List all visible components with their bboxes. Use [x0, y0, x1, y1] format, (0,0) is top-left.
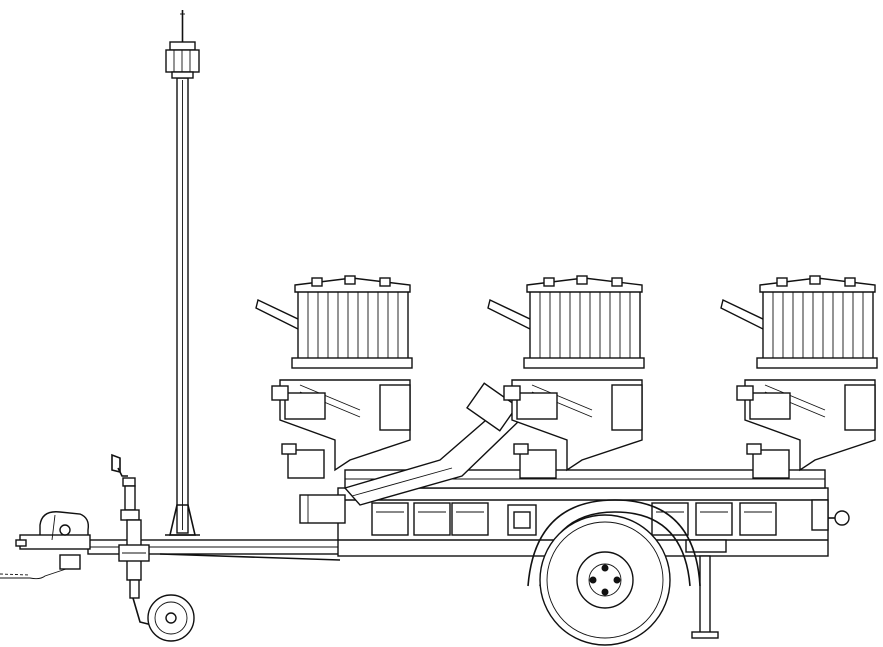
trap-unit: [487, 275, 645, 479]
control-box: [739, 502, 777, 536]
trap-unit-center: [487, 275, 645, 479]
jockey-wheel: [111, 453, 195, 642]
drawbar: [87, 539, 344, 561]
control-box: [451, 502, 489, 536]
trap-unit-left: [255, 275, 413, 479]
tow-hitch-icon: [0, 511, 91, 580]
mast: [165, 77, 200, 536]
road-wheel: [527, 499, 701, 646]
control-box: [371, 502, 409, 536]
trap-unit: [255, 275, 413, 479]
control-box: [695, 502, 733, 536]
control-box: [413, 502, 451, 536]
trap-unit-right: [720, 275, 878, 479]
beacon-icon: [165, 10, 200, 79]
control-boxes: [371, 502, 777, 536]
trap-unit: [720, 275, 878, 479]
